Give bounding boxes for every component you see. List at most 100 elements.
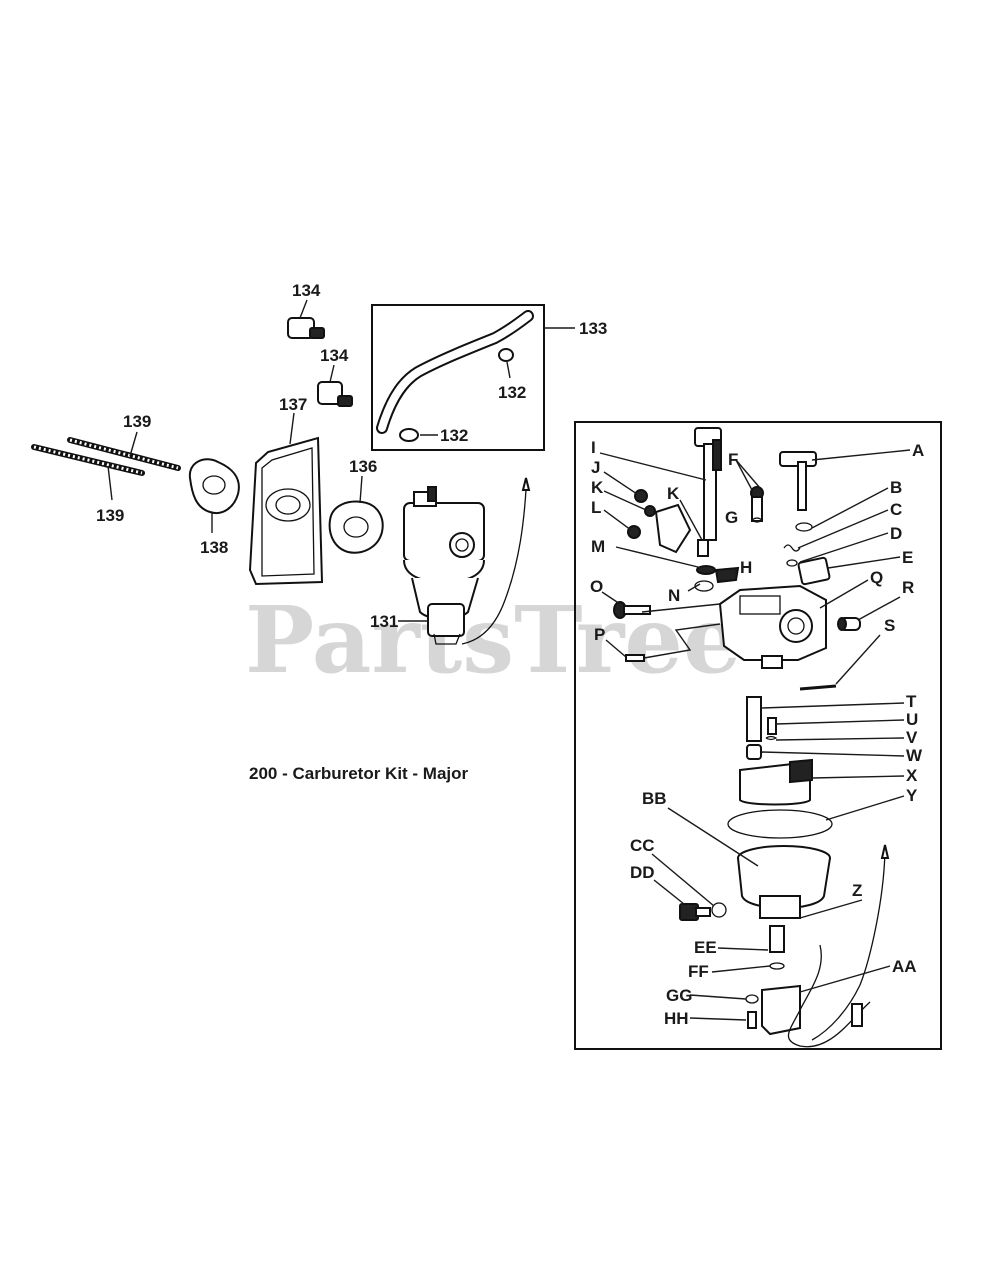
gasket-plate-137[interactable] <box>248 436 324 586</box>
emulsion-tube-T[interactable] <box>746 696 762 742</box>
jet-H[interactable] <box>714 566 740 584</box>
leader-W <box>761 751 905 757</box>
float-bowl-BB[interactable] <box>737 845 831 919</box>
screw-HH[interactable] <box>747 1011 757 1029</box>
label-Y: Y <box>906 786 918 805</box>
leader-X <box>811 775 905 779</box>
seal-B[interactable] <box>795 522 813 532</box>
label-O: O <box>590 577 603 596</box>
spring-C[interactable] <box>783 544 801 552</box>
carburetor-assembly-131[interactable] <box>403 477 531 645</box>
label-H: H <box>740 558 752 577</box>
label-131: 131 <box>370 612 398 631</box>
label-134-lower: 134 <box>320 346 349 365</box>
pin-S[interactable] <box>799 684 837 691</box>
adjust-screw-O[interactable] <box>613 601 651 619</box>
screw-K2[interactable] <box>697 539 709 557</box>
leader-BB <box>667 807 759 867</box>
label-A: A <box>912 441 924 460</box>
kit-caption: 200 - Carburetor Kit - Major <box>249 764 469 783</box>
label-134-upper: 134 <box>292 281 321 300</box>
seal-N[interactable] <box>694 580 714 592</box>
leader-Q <box>819 579 869 609</box>
needle-U[interactable] <box>767 717 777 735</box>
fitting-R[interactable] <box>837 617 861 631</box>
gasket-136[interactable] <box>328 500 384 554</box>
screw-F[interactable] <box>750 486 764 522</box>
label-R: R <box>902 578 914 597</box>
solenoid-EE[interactable] <box>769 925 785 953</box>
leader-D <box>799 532 889 563</box>
fuel-line-box <box>371 304 545 451</box>
label-F: F <box>728 450 738 469</box>
label-Q: Q <box>870 568 883 587</box>
screw-L[interactable] <box>627 525 641 539</box>
float-X[interactable] <box>739 758 813 806</box>
leader-134a <box>299 299 308 319</box>
leader-J <box>603 471 638 495</box>
carburetor-kit-detail-box <box>574 421 942 1050</box>
fuel-line-part[interactable] <box>376 310 534 434</box>
label-132-upper: 132 <box>498 383 526 402</box>
spring-V[interactable] <box>765 735 778 741</box>
leader-K1 <box>603 490 647 511</box>
clamp-134-upper[interactable] <box>287 317 325 339</box>
label-B: B <box>890 478 902 497</box>
label-E: E <box>902 548 913 567</box>
leader-T <box>761 702 905 709</box>
gasket-138[interactable] <box>188 458 240 514</box>
solenoid-assembly-AA[interactable] <box>761 844 890 1048</box>
hose-clamp-lower[interactable] <box>399 428 419 442</box>
label-X: X <box>906 766 918 785</box>
gasket-Y[interactable] <box>727 809 833 839</box>
screw-P[interactable] <box>625 654 645 662</box>
label-EE: EE <box>694 938 717 957</box>
leader-U <box>775 719 905 725</box>
washer-CC[interactable] <box>711 902 727 918</box>
label-133: 133 <box>579 319 607 338</box>
throttle-shaft-A[interactable] <box>779 451 817 511</box>
leader-I <box>599 452 707 481</box>
label-W: W <box>906 746 923 765</box>
leader-DD <box>653 879 685 905</box>
label-V: V <box>906 728 918 747</box>
bolt-DD[interactable] <box>679 903 711 921</box>
hose-clamp-upper[interactable] <box>498 348 514 362</box>
leader-E <box>827 556 901 569</box>
label-HH: HH <box>664 1009 689 1028</box>
leader-EE <box>717 947 769 951</box>
leader-O-body <box>641 603 721 613</box>
leader-137 <box>289 412 295 445</box>
washer-D[interactable] <box>786 559 798 567</box>
label-J: J <box>591 458 600 477</box>
leader-N <box>687 583 701 592</box>
leader-139a <box>129 431 138 457</box>
leader-S <box>835 634 881 685</box>
washer-GG[interactable] <box>745 994 759 1004</box>
clamp-134-lower[interactable] <box>317 381 353 407</box>
washer-K[interactable] <box>644 505 656 517</box>
label-M: M <box>591 537 605 556</box>
screw-J[interactable] <box>634 489 648 503</box>
stud-139-lower[interactable] <box>31 444 145 476</box>
label-DD: DD <box>630 863 655 882</box>
label-N: N <box>668 586 680 605</box>
choke-plate-K[interactable] <box>654 503 692 554</box>
spring-G[interactable] <box>751 517 764 523</box>
leader-132b <box>506 361 511 379</box>
leader-P-body <box>643 623 721 659</box>
carburetor-body-Q[interactable] <box>718 584 827 669</box>
choke-shaft-I[interactable] <box>694 427 722 541</box>
label-138: 138 <box>200 538 228 557</box>
leader-B <box>811 487 889 529</box>
stud-139-upper[interactable] <box>67 437 181 471</box>
plate-E[interactable] <box>797 556 831 586</box>
label-136: 136 <box>349 457 377 476</box>
seal-FF[interactable] <box>769 962 785 970</box>
leader-O <box>601 591 621 605</box>
jet-W[interactable] <box>746 744 762 760</box>
label-Z: Z <box>852 881 862 900</box>
label-C: C <box>890 500 902 519</box>
